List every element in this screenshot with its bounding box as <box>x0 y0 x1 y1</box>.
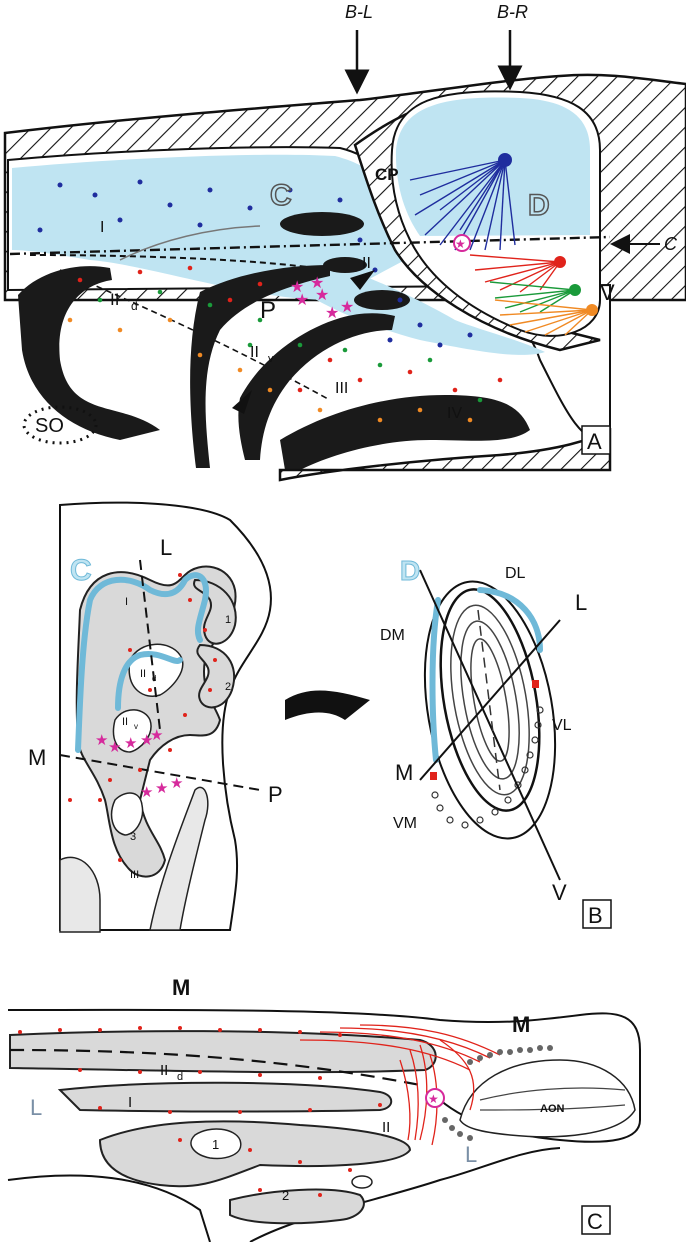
label-cp: CP <box>375 165 399 184</box>
svg-text:★: ★ <box>124 734 137 752</box>
panel-a: ★★ ★★ ★★ ★ <box>5 2 686 480</box>
star-marker-a-glyph: ★ <box>455 237 466 251</box>
c-label-ii: II <box>382 1119 390 1136</box>
label-d: D <box>528 189 550 222</box>
ring-red-vl <box>532 680 539 688</box>
label-p: P <box>260 297 276 324</box>
c-star-marker-glyph: ★ <box>428 1092 439 1106</box>
panel-c-label: C <box>587 1209 603 1234</box>
c-label-iid-sub: d <box>177 1071 183 1083</box>
panel-b: ★★★ ★★ ★★★ C L M P I 1 2 <box>28 503 611 932</box>
b-label-3: 3 <box>130 831 136 843</box>
b-label-iid-sub: d <box>152 674 156 683</box>
b-label-2: 2 <box>225 681 231 693</box>
b-label-i: I <box>125 596 128 608</box>
c-lamella-2 <box>60 1083 391 1112</box>
svg-text:★: ★ <box>340 297 354 316</box>
svg-text:★: ★ <box>325 303 339 322</box>
c-label-l-bottom: L <box>465 1142 477 1167</box>
panel-c: ★ M M L L II d I II 1 2 AON C <box>8 975 640 1242</box>
b-label-v: V <box>552 880 567 905</box>
svg-text:★: ★ <box>95 731 108 749</box>
c-label-aon: AON <box>540 1103 565 1115</box>
label-layer-iid-sub: d <box>131 299 138 313</box>
label-layer-ii: II <box>362 255 371 272</box>
b-label-dm: DM <box>380 627 405 644</box>
label-layer-iii: III <box>335 380 348 397</box>
c-label-iid: II <box>160 1062 168 1079</box>
svg-text:★: ★ <box>170 774 183 792</box>
svg-text:★: ★ <box>295 290 309 309</box>
c-inner-small <box>352 1176 372 1188</box>
b-label-iiv: II <box>122 716 128 728</box>
c-label-l-left: L <box>30 1095 42 1120</box>
c-label-1: 1 <box>212 1137 219 1152</box>
b-label-iiv-sub: v <box>134 722 138 731</box>
c-label-2: 2 <box>282 1188 289 1203</box>
label-layer-i: I <box>100 219 104 236</box>
red-neuron-soma <box>554 256 566 268</box>
svg-text:★: ★ <box>140 783 153 801</box>
b-label-c: C <box>70 554 92 587</box>
orange-neuron-soma <box>586 304 598 316</box>
label-arrow-c: C <box>664 234 678 254</box>
c-label-m-right: M <box>512 1012 530 1037</box>
svg-text:★: ★ <box>108 738 121 756</box>
label-layer-iid: II <box>110 290 119 309</box>
b-label-d: D <box>400 555 420 586</box>
b-label-p: P <box>268 782 283 807</box>
b-label-iid: II <box>140 668 146 680</box>
b-label-m2: M <box>395 760 413 785</box>
b-label-vm: VM <box>393 815 417 832</box>
c-lamella-4 <box>230 1190 364 1224</box>
svg-text:★: ★ <box>155 779 168 797</box>
b-label-l: L <box>160 535 172 560</box>
c-label-i: I <box>128 1094 132 1111</box>
panel-a-label: A <box>587 429 602 454</box>
label-layer-iiv-sub: v <box>268 353 274 365</box>
ring-red-vm <box>430 772 437 780</box>
label-br: B-R <box>497 2 528 22</box>
b-label-m: M <box>28 745 46 770</box>
glomerulus-ii <box>323 257 367 273</box>
panel-b-label: B <box>588 903 603 928</box>
svg-text:★: ★ <box>150 726 163 744</box>
b-label-l2: L <box>575 590 587 615</box>
blue-neuron-soma <box>498 153 512 167</box>
green-neuron-soma <box>569 284 581 296</box>
label-layer-iiv: II <box>250 344 259 361</box>
label-v: V <box>600 280 615 305</box>
b-label-iii: III <box>130 869 139 881</box>
label-c: C <box>270 179 292 212</box>
b-label-dl: DL <box>505 565 526 582</box>
label-bl: B-L <box>345 2 373 22</box>
label-layer-iv: IV <box>447 405 462 422</box>
b-label-1: 1 <box>225 614 231 626</box>
c-label-m-top: M <box>172 975 190 1000</box>
b-label-vl: VL <box>552 717 572 734</box>
transform-arrow <box>285 691 370 720</box>
label-so: SO <box>35 415 64 437</box>
c-lamella-1 <box>10 1031 436 1072</box>
glomerulus-c <box>280 212 364 236</box>
svg-text:★: ★ <box>315 285 329 304</box>
